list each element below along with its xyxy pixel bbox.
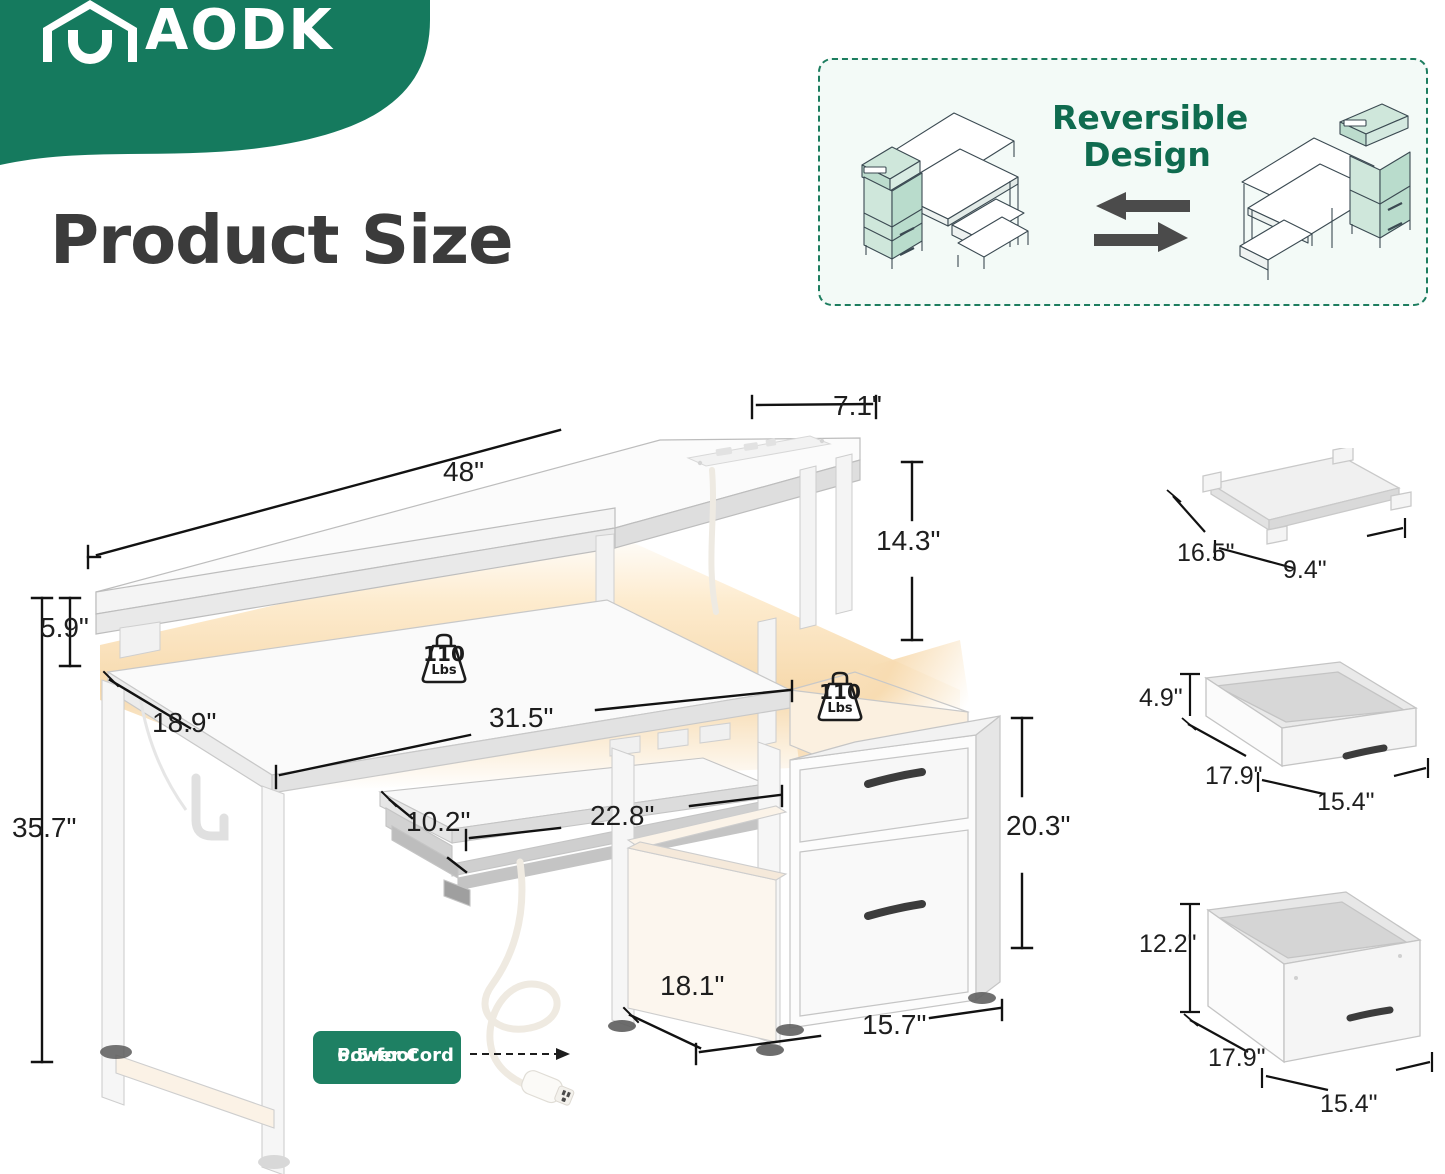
power-cord-line1: 6.5-foot	[337, 1045, 418, 1066]
power-cord-line2: Power Cord	[337, 1045, 454, 1066]
dim-top-shelf-width: 48"	[443, 456, 485, 487]
page-title: Product Size	[50, 201, 514, 279]
reversible-title-line2: Design	[1083, 134, 1211, 174]
weight-badge-unit: Lbs	[431, 663, 457, 678]
dim-keyboard-tray-depth: 10.2"	[406, 806, 471, 837]
dim-top-shelf-depth: 7.1"	[833, 390, 882, 421]
weight-badge-number: 110	[423, 642, 465, 666]
dim-overall-height: 35.7"	[12, 812, 77, 843]
dim-cabinet-height: 20.3"	[1006, 810, 1071, 841]
dim-cabinet-width: 15.7"	[862, 1009, 927, 1040]
weight-badge-side: 110 Lbs	[812, 668, 868, 722]
deep-drawer-icon	[1180, 891, 1434, 1092]
reversible-title-line1: Reversible	[1052, 98, 1249, 137]
brand-blob: AODK	[0, 0, 440, 165]
dim-tray-width: 9.4"	[1283, 556, 1327, 584]
power-strip-icon	[686, 435, 832, 467]
desk-orientation-left-icon	[861, 112, 1029, 269]
dim-shelf-clearance: 5.9"	[40, 612, 89, 643]
weight-badge-desktop: 110 Lbs	[416, 630, 472, 684]
weight-bag-icon	[421, 633, 467, 684]
weight-bag-icon	[817, 671, 863, 722]
dim-cabinet-depth: 18.1"	[660, 970, 725, 1001]
double-arrow-swap-icon	[1094, 192, 1190, 252]
dim-hutch-height: 14.3"	[876, 525, 941, 556]
desk-orientation-right-icon	[1239, 103, 1411, 280]
dim-desktop-width: 31.5"	[489, 702, 554, 733]
dim-shallow-drawer-height: 4.9"	[1139, 684, 1183, 712]
dim-deep-drawer-width: 15.4"	[1320, 1090, 1378, 1118]
dim-shallow-drawer-width: 15.4"	[1317, 788, 1375, 816]
dim-deep-drawer-height: 12.2"	[1139, 930, 1197, 958]
reversible-design-title: Reversible Design	[1052, 99, 1248, 174]
dim-desktop-depth: 18.9"	[152, 707, 217, 738]
power-cord-callout: 6.5-foot Power Cord	[313, 1031, 461, 1084]
dim-keyboard-tray-width: 22.8"	[590, 800, 655, 831]
dim-tray-depth: 16.5"	[1177, 539, 1235, 567]
weight-badge-unit: Lbs	[827, 701, 853, 716]
weight-badge-number: 110	[819, 680, 861, 704]
dim-shallow-drawer-depth: 17.9"	[1205, 762, 1263, 790]
dim-deep-drawer-depth: 17.9"	[1208, 1044, 1266, 1072]
shallow-drawer-icon	[1180, 661, 1430, 796]
flat-tray-icon	[1166, 448, 1412, 570]
brand-wordmark: AODK	[145, 0, 334, 63]
house-arch-icon	[43, 0, 137, 64]
